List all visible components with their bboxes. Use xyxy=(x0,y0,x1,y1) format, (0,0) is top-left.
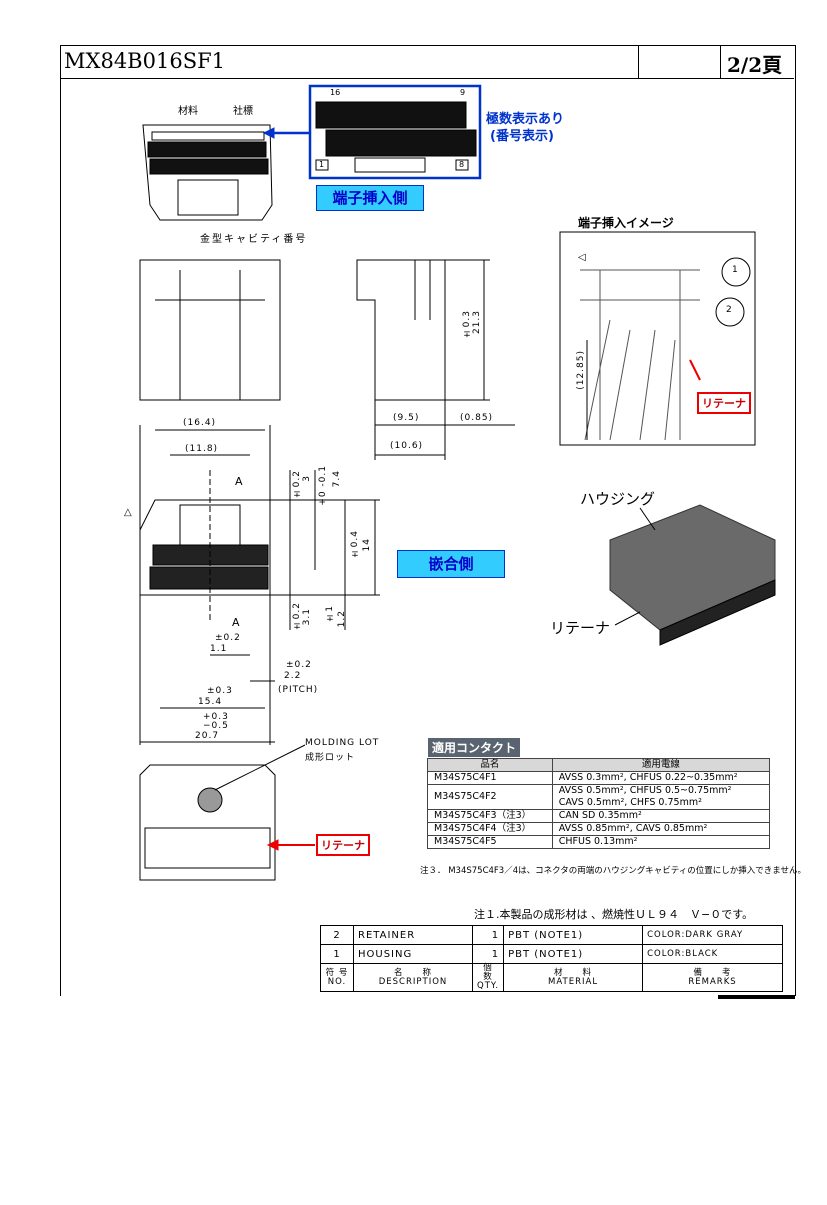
note-1: 注１.本製品の成形材は 、燃焼性ＵＬ９４ Ｖ−０です。 xyxy=(474,908,754,921)
retainer-callout-bottom: リテーナ xyxy=(316,834,370,856)
dim-7-4-tol: +0 -0.1 xyxy=(318,465,328,506)
housing-label: ハウジング xyxy=(580,490,656,508)
dim-7-4: 7.4 xyxy=(332,470,342,488)
molding-lot-label: MOLDING LOT xyxy=(305,738,380,748)
mating-side-label: 嵌合側 xyxy=(397,550,505,578)
mating-view xyxy=(139,425,380,745)
dim-20-7-tol-minus: −0.5 xyxy=(203,721,229,731)
dim-15-4-tol: ±0.3 xyxy=(207,686,233,696)
dim-1-2-tol: ±1 xyxy=(325,605,335,623)
zoom-pin-16: 16 xyxy=(330,88,341,97)
dim-20-7: 20.7 xyxy=(195,731,220,741)
dim-2-2: 2.2 xyxy=(284,671,302,681)
table-row: M34S75C4F4（注3）AVSS 0.85mm², CAVS 0.85mm² xyxy=(427,822,771,836)
dim-1-2: 1.2 xyxy=(337,610,347,628)
pin-display-sub: (番号表示) xyxy=(490,129,554,144)
zoom-pin-9: 9 xyxy=(460,88,466,97)
dim-10-6: (10.6) xyxy=(390,441,424,451)
section-a-bottom: A xyxy=(232,616,241,629)
dim-3: 3 xyxy=(302,475,312,482)
dim-1-1-tol: ±0.2 xyxy=(215,633,241,643)
dim-20-7-tol-plus: +0.3 xyxy=(203,712,229,722)
drawing-number: MX84B016SF1 xyxy=(64,49,226,73)
dim-2-2-tol: ±0.2 xyxy=(286,660,312,670)
dim-0-85: (0.85) xyxy=(460,413,494,423)
callout-1: 1 xyxy=(732,265,738,275)
drawing-frame xyxy=(60,45,796,996)
dim-16-4: (16.4) xyxy=(183,418,217,428)
zoom-pin-8: 8 xyxy=(459,160,465,169)
dim-1-1: 1.1 xyxy=(210,644,228,654)
retainer-callout-insertion: リテーナ xyxy=(697,392,751,414)
callout-2: 2 xyxy=(726,305,732,315)
material-label: 材料 xyxy=(178,106,198,117)
logo-label: 社標 xyxy=(233,106,253,117)
dim-3-1-tol: ±0.2 xyxy=(292,602,302,631)
zoom-pin-1: 1 xyxy=(319,160,325,169)
dim-14-tol: ±0.4 xyxy=(350,530,360,559)
pin-display-label: 極数表示あり xyxy=(486,112,565,127)
top-view-connector xyxy=(142,124,273,221)
retainer-label: リテーナ xyxy=(550,619,611,637)
contacts-title: 適用コンタクト xyxy=(428,738,521,757)
col-part: 品名 xyxy=(427,758,553,772)
col-wire: 適用電線 xyxy=(551,758,771,772)
dim-12-85: (12.85) xyxy=(576,350,586,390)
title-bar: MX84B016SF1 2/2頁 xyxy=(60,45,794,79)
zoom-connector-detail xyxy=(315,101,477,173)
section-a-top: A xyxy=(235,475,244,488)
dim-11-8: (11.8) xyxy=(185,444,219,454)
insertion-image-title: 端子挿入イメージ xyxy=(578,216,674,230)
dim-14: 14 xyxy=(362,538,372,552)
table-row: M34S75C4F3（注3）CAN SD 0.35mm² xyxy=(427,809,771,823)
cavity-number-label: 金型キャビティ番号 xyxy=(200,234,308,245)
dim-9-5: (9.5) xyxy=(393,413,420,423)
dim-15-4: 15.4 xyxy=(198,697,223,707)
datum-triangle-icon: ◁ xyxy=(578,252,586,263)
dim-21-3-tol: ±0.3 xyxy=(462,310,472,339)
molding-lot-jp: 成形ロット xyxy=(305,753,356,763)
page-number: 2/2頁 xyxy=(727,53,783,77)
datum-triangle-icon: △ xyxy=(124,507,132,518)
note-3: 注３． M34S75C4F3／4は、コネクタの両端のハウジングキャビティの位置に… xyxy=(420,866,807,876)
pitch-label: (PITCH) xyxy=(278,685,319,695)
insertion-side-label: 端子挿入側 xyxy=(316,185,424,211)
dim-3-1: 3.1 xyxy=(302,608,312,626)
dim-3-tol: ±0.2 xyxy=(292,470,302,499)
dim-21-3: 21.3 xyxy=(472,310,482,335)
